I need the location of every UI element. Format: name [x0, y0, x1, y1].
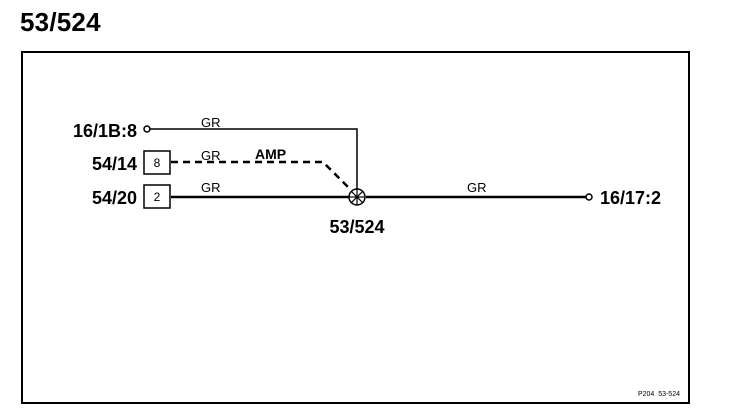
connector-label-middle: 54/14: [92, 154, 137, 174]
shield-label: AMP: [255, 146, 286, 162]
connector-label-top: 16/1B:8: [73, 121, 137, 141]
wire-color-top: GR: [201, 115, 221, 130]
connector-label-right: 16/17:2: [600, 188, 661, 208]
diagram-frame: [21, 51, 690, 404]
pin-number-bottom: 2: [154, 190, 161, 204]
wire-color-bottom: GR: [201, 180, 221, 195]
pin-number-middle: 8: [154, 156, 161, 170]
wire-top: [150, 128, 358, 197]
page-title: 53/524: [20, 7, 101, 37]
pin-box-middle: [143, 150, 171, 175]
wire-middle-dashed: [171, 160, 351, 190]
terminal-16-17-2: [585, 193, 593, 201]
wire-color-middle: GR: [201, 148, 221, 163]
wire-color-right: GR: [467, 180, 487, 195]
connector-label-bottom: 54/20: [92, 188, 137, 208]
terminal-16-1b-8: [143, 125, 151, 133]
splice-icon: [348, 188, 366, 206]
footer-code: P204 53-524: [638, 391, 680, 398]
splice-label: 53/524: [329, 217, 384, 237]
pin-box-bottom: [143, 184, 171, 209]
